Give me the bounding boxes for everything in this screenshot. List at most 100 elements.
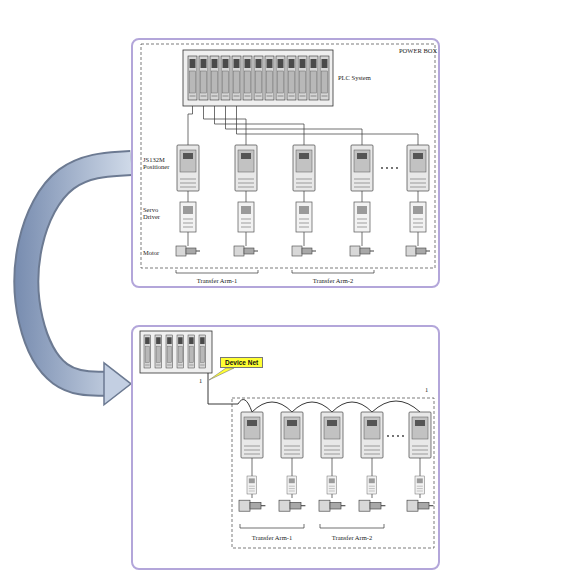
plc-module xyxy=(254,56,263,100)
group-bracket xyxy=(240,524,304,528)
plc-module xyxy=(166,335,173,368)
motor-icon xyxy=(407,500,433,511)
signal-wires xyxy=(188,106,418,145)
dot xyxy=(402,435,404,437)
wire xyxy=(362,232,363,246)
plc-module xyxy=(144,335,151,368)
motor-icon xyxy=(279,500,305,511)
ellipsis-dots xyxy=(381,167,398,169)
motor-icon xyxy=(319,500,345,511)
plc-module xyxy=(155,335,162,368)
node-label: Transfer Arm-1 xyxy=(242,534,302,541)
callout-pointer xyxy=(209,368,234,380)
wire xyxy=(188,191,189,202)
plc-rack xyxy=(183,50,333,106)
power-box-outline xyxy=(141,44,435,268)
unit-wires xyxy=(252,458,420,498)
wire xyxy=(418,232,419,246)
arrow-band xyxy=(26,163,131,384)
servo-driver xyxy=(296,202,312,232)
positioner-unit xyxy=(293,145,315,191)
dot xyxy=(391,167,393,169)
node-label: Transfer Arm-2 xyxy=(322,534,382,541)
plc-module xyxy=(320,56,329,100)
dot xyxy=(386,167,388,169)
dot xyxy=(381,167,383,169)
plc-module xyxy=(287,56,296,100)
positioner-unit xyxy=(235,145,257,191)
positioner-unit xyxy=(177,145,199,191)
wire xyxy=(226,106,363,145)
node-label: Device Net xyxy=(225,359,258,366)
wire xyxy=(362,191,363,202)
wire xyxy=(246,191,247,202)
positioner-unit xyxy=(361,412,383,458)
servo-driver xyxy=(367,476,377,494)
wire xyxy=(204,106,247,145)
plc-module xyxy=(199,335,206,368)
wire xyxy=(188,232,189,246)
node-label: POWER BOX xyxy=(399,47,437,54)
node-label: Transfer Arm-1 xyxy=(187,277,247,284)
transition-arrow xyxy=(26,163,131,405)
group-bracket xyxy=(176,270,258,273)
plc-module xyxy=(177,335,184,368)
node-label: 1 xyxy=(425,386,428,393)
plc-rack xyxy=(140,331,212,373)
node-label: 1 xyxy=(199,377,202,384)
node-label: PLC System xyxy=(338,74,371,81)
network-cable xyxy=(208,373,420,412)
ellipsis-dots xyxy=(387,435,404,437)
plc-module xyxy=(309,56,318,100)
positioner-unit xyxy=(351,145,373,191)
dot xyxy=(387,435,389,437)
wire xyxy=(304,232,305,246)
node-label: Motor xyxy=(143,249,159,256)
positioner-unit xyxy=(409,412,431,458)
motor-icon xyxy=(234,246,258,256)
plc-module xyxy=(188,56,197,100)
panel: 1 1Transfer Arm-1 Transfer Arm-2 Device Net xyxy=(131,325,440,570)
plc-module xyxy=(199,56,208,100)
plc-module xyxy=(232,56,241,100)
positioner-unit xyxy=(321,412,343,458)
motor-icon xyxy=(176,246,200,256)
motor-icon xyxy=(292,246,316,256)
servo-driver xyxy=(327,476,337,494)
motor-icon xyxy=(406,246,430,256)
servo-driver xyxy=(180,202,196,232)
servo-driver xyxy=(287,476,297,494)
servo-driver xyxy=(238,202,254,232)
servo-driver xyxy=(415,476,425,494)
plc-module xyxy=(243,56,252,100)
positioner-unit xyxy=(241,412,263,458)
callout-box: Device Net xyxy=(220,357,263,368)
wire xyxy=(215,106,305,145)
plc-module xyxy=(210,56,219,100)
network-group-outline xyxy=(232,398,434,548)
dot xyxy=(392,435,394,437)
wire xyxy=(188,106,193,145)
node-label: Servo Driver xyxy=(143,206,175,220)
plc-module xyxy=(265,56,274,100)
servo-driver xyxy=(354,202,370,232)
wire xyxy=(304,191,305,202)
positioner-unit xyxy=(407,145,429,191)
motor-icon xyxy=(239,500,265,511)
arrow-head xyxy=(104,363,131,405)
plc-module xyxy=(221,56,230,100)
servo-driver xyxy=(410,202,426,232)
unit-wires xyxy=(188,191,418,246)
dot xyxy=(397,435,399,437)
group-bracket xyxy=(292,270,374,273)
arrow-outline xyxy=(26,163,131,384)
plc-module xyxy=(276,56,285,100)
wire xyxy=(237,106,419,145)
plc-module xyxy=(298,56,307,100)
plc-module xyxy=(188,335,195,368)
panel: POWER BOX PLC SystemJS132M PositionerServ… xyxy=(131,38,440,288)
node-label: JS132M Positioner xyxy=(143,156,177,170)
